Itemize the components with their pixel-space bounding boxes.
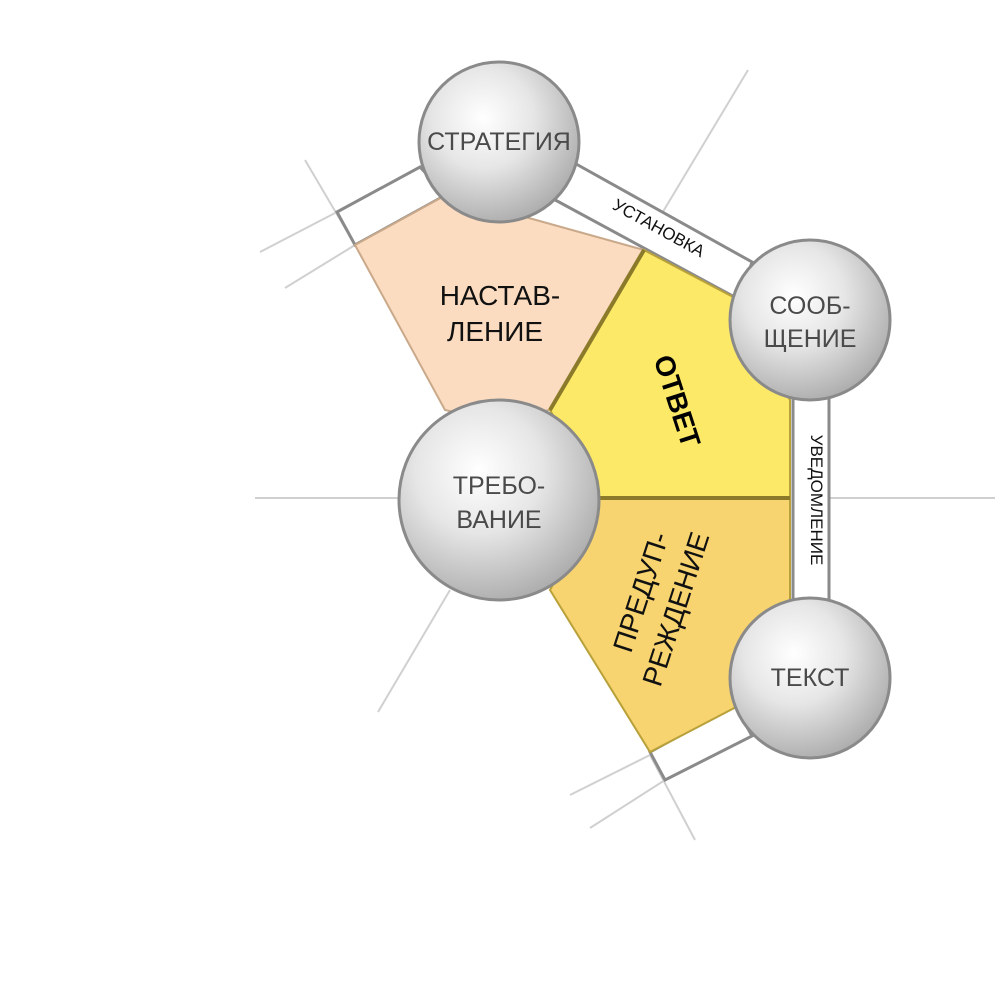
edge-notification-label: УВЕДОМЛЕНИЕ xyxy=(807,435,826,566)
node-text-circle xyxy=(728,596,892,760)
node-message-label-1: СООБ- xyxy=(769,292,850,320)
node-strategy-circle xyxy=(417,60,581,224)
node-requirement-label-1: ТРЕБО- xyxy=(453,472,546,500)
node-requirement-label-2: ВАНИЕ xyxy=(456,506,541,534)
region-divider-1 xyxy=(548,248,646,412)
node-strategy-label: СТРАТЕГИЯ xyxy=(427,128,571,156)
node-requirement: ТРЕБО- ВАНИЕ xyxy=(397,398,601,602)
region-instruction-label-1: НАСТАВ- xyxy=(440,280,560,311)
node-requirement-circle xyxy=(397,398,601,602)
node-text: ТЕКСТ xyxy=(728,596,892,760)
node-text-label: ТЕКСТ xyxy=(771,664,850,692)
node-strategy: СТРАТЕГИЯ xyxy=(417,60,581,224)
region-instruction-label-2: ЛЕНИЕ xyxy=(447,316,543,347)
node-message-circle xyxy=(728,238,892,402)
node-message-label-2: ЩЕНИЕ xyxy=(764,325,857,353)
node-message: СООБ- ЩЕНИЕ xyxy=(728,238,892,402)
